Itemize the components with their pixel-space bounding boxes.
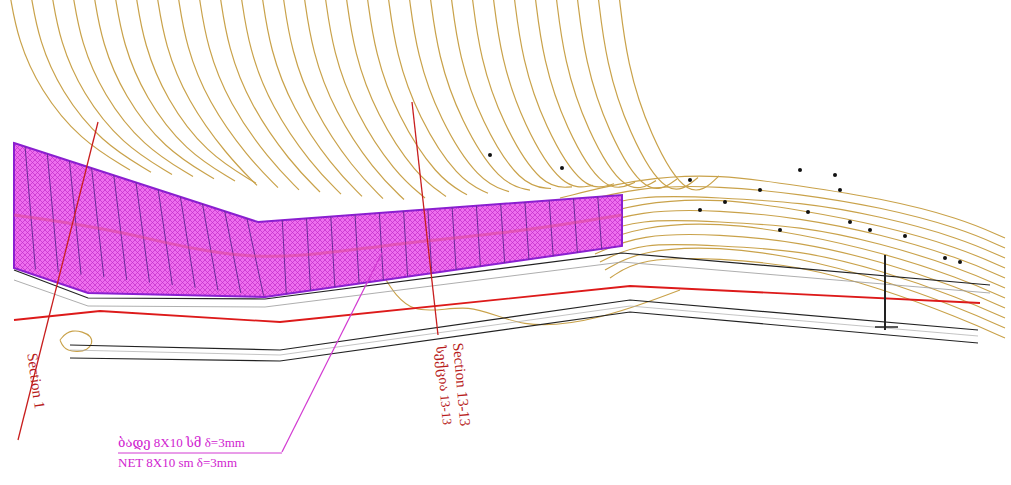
contour-line bbox=[610, 259, 1005, 338]
contour-line bbox=[10, 0, 130, 170]
rock-dot bbox=[488, 153, 492, 157]
road-line bbox=[70, 312, 978, 361]
contour-lines bbox=[10, 0, 1005, 351]
rock-dot bbox=[958, 260, 962, 264]
contour-line bbox=[493, 0, 593, 187]
contour-line bbox=[220, 0, 320, 192]
road-line bbox=[70, 300, 978, 350]
contour-line bbox=[598, 0, 698, 189]
contour-line bbox=[451, 0, 551, 189]
leader-line bbox=[118, 453, 282, 454]
contour-line bbox=[31, 0, 151, 172]
rock-dot bbox=[833, 173, 837, 177]
contour-line bbox=[178, 0, 278, 188]
contour-line bbox=[94, 0, 214, 179]
rock-dot bbox=[698, 208, 702, 212]
rock-dot bbox=[838, 188, 842, 192]
road-line bbox=[14, 286, 980, 322]
section-line bbox=[18, 122, 98, 440]
net-label: ბადე 8X10 სმ δ=3mm bbox=[118, 436, 245, 450]
contour-line bbox=[115, 0, 235, 181]
axis-trace bbox=[14, 215, 622, 256]
contour-line bbox=[619, 0, 719, 190]
net-area bbox=[14, 143, 622, 297]
contour-line bbox=[556, 0, 656, 188]
rock-dot bbox=[560, 166, 564, 170]
contour-line bbox=[585, 220, 1005, 288]
rock-dot bbox=[868, 228, 872, 232]
rock-dot bbox=[798, 168, 802, 172]
rock-dot bbox=[723, 200, 727, 204]
leader-line bbox=[282, 253, 382, 452]
cross-line bbox=[884, 255, 886, 330]
contour-line bbox=[535, 0, 635, 187]
rock-dot bbox=[688, 178, 692, 182]
contour-line bbox=[60, 331, 92, 351]
rock-dot bbox=[943, 256, 947, 260]
contour-line bbox=[577, 0, 677, 188]
contour-line bbox=[514, 0, 614, 187]
contour-line bbox=[325, 0, 425, 198]
rock-dot bbox=[848, 220, 852, 224]
net-label: NET 8X10 sm δ=3mm bbox=[118, 456, 237, 470]
contour-line bbox=[304, 0, 404, 200]
rock-dot bbox=[758, 188, 762, 192]
road-line bbox=[14, 253, 990, 299]
contour-line bbox=[283, 0, 383, 199]
contour-line bbox=[346, 0, 446, 196]
contour-line bbox=[560, 176, 1005, 238]
contour-line bbox=[136, 0, 256, 183]
contour-line bbox=[52, 0, 172, 174]
contour-line bbox=[241, 0, 341, 194]
rock-dot bbox=[806, 210, 810, 214]
rock-dot bbox=[903, 234, 907, 238]
contour-line bbox=[430, 0, 530, 190]
cross-line bbox=[875, 326, 898, 328]
section-line bbox=[412, 102, 438, 335]
contour-line bbox=[199, 0, 299, 190]
contour-line bbox=[157, 0, 257, 185]
road-line bbox=[14, 262, 990, 307]
net-stripes bbox=[25, 147, 602, 296]
road-line bbox=[70, 306, 978, 355]
contour-line bbox=[472, 0, 572, 187]
rock-dot bbox=[778, 228, 782, 232]
contour-line bbox=[262, 0, 362, 196]
